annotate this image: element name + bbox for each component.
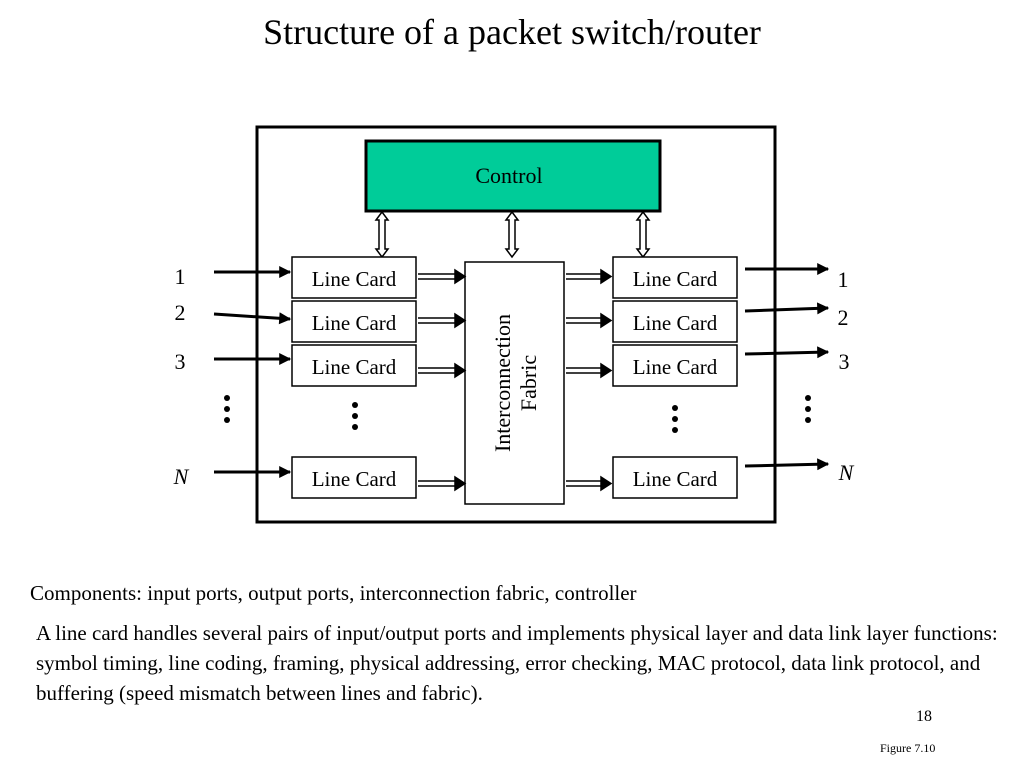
output-port-label-3: 3 [839, 349, 850, 374]
input-ports-ellipsis [224, 395, 230, 423]
output-line-card-2-label: Line Card [633, 311, 718, 335]
fabric-label-line2: Fabric [516, 355, 541, 411]
line-card-description: A line card handles several pairs of inp… [36, 621, 998, 705]
components-text: Components: input ports, output ports, i… [30, 581, 637, 605]
input-line-card-n-label: Line Card [312, 467, 397, 491]
input-cards-ellipsis [352, 402, 358, 430]
input-line-card-1-label: Line Card [312, 267, 397, 291]
interconnection-fabric [464, 261, 565, 505]
input-line-card-3-label: Line Card [312, 355, 397, 379]
output-port-label-n: N [838, 460, 855, 485]
control-link-center [504, 210, 520, 259]
output-port-label-2: 2 [838, 305, 849, 330]
input-line-card-3 [291, 344, 417, 387]
input-port-label-2: 2 [175, 300, 186, 325]
fabric-label-line1: Interconnection [490, 314, 515, 452]
slide-title: Structure of a packet switch/router [263, 12, 761, 52]
input-line-card-1 [291, 256, 417, 299]
fabric-to-output-arrow-1 [566, 268, 613, 285]
output-line-card-3 [612, 344, 738, 387]
router-enclosure [255, 125, 777, 524]
control-block [364, 139, 662, 213]
input-line-card-n [291, 456, 417, 499]
output-line-card-1 [612, 256, 738, 299]
input-to-fabric-arrow-2 [418, 312, 467, 329]
output-port-arrow-3 [744, 346, 830, 359]
input-line-card-2-label: Line Card [312, 311, 397, 335]
control-link-right [635, 210, 651, 259]
output-port-arrow-2 [744, 302, 830, 315]
figure-reference: Figure 7.10 [880, 741, 936, 755]
input-port-arrow-2 [213, 312, 292, 325]
input-port-label-n: N [173, 464, 190, 489]
output-line-card-1-label: Line Card [633, 267, 718, 291]
output-line-card-n-label: Line Card [633, 467, 718, 491]
output-port-arrow-n [744, 458, 830, 471]
output-ports-ellipsis [805, 395, 811, 423]
output-cards-ellipsis [672, 405, 678, 433]
fabric-to-output-arrow-n [566, 475, 613, 492]
control-label: Control [475, 163, 542, 188]
output-port-label-1: 1 [838, 267, 849, 292]
slide-number: 18 [916, 708, 932, 725]
control-link-left [374, 210, 390, 259]
output-line-card-n [612, 456, 738, 499]
input-port-label-1: 1 [175, 264, 186, 289]
output-line-card-3-label: Line Card [633, 355, 718, 379]
input-line-card-2 [291, 300, 417, 343]
fabric-to-output-arrow-3 [566, 362, 613, 379]
fabric-to-output-arrow-2 [566, 312, 613, 329]
input-to-fabric-arrow-3 [418, 362, 467, 379]
output-line-card-2 [612, 300, 738, 343]
input-to-fabric-arrow-n [418, 475, 467, 492]
input-port-label-3: 3 [175, 349, 186, 374]
input-to-fabric-arrow-1 [418, 268, 467, 285]
